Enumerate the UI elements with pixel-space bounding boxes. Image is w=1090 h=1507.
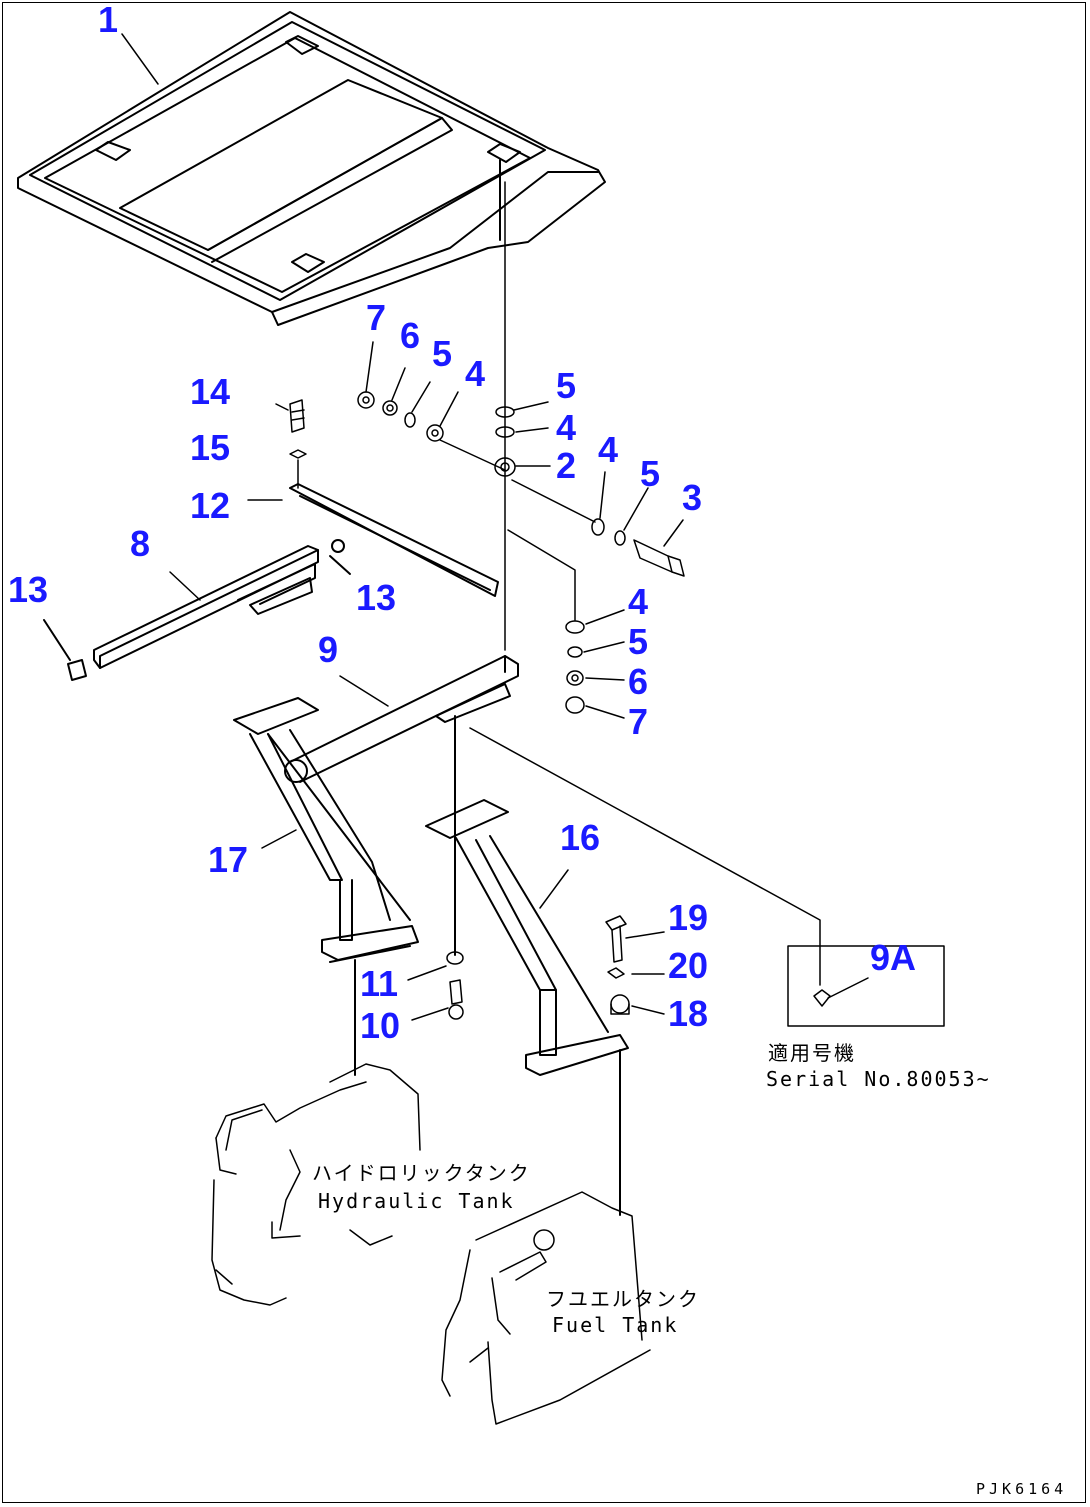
callout-5: 5 — [432, 333, 453, 374]
callout-11: 11 — [360, 963, 399, 1004]
callout-2: 2 — [556, 445, 577, 486]
part-8-rail — [43, 539, 351, 681]
callout-7: 7 — [628, 701, 649, 742]
callout-13: 13 — [356, 577, 397, 618]
callout-17: 17 — [208, 839, 249, 880]
fuel-tank-outline — [441, 1191, 651, 1425]
serial-note-en: Serial No.80053~ — [766, 1067, 991, 1091]
part-16-stand — [425, 799, 629, 1216]
callout-18: 18 — [668, 993, 709, 1034]
callout-4: 4 — [598, 429, 619, 470]
callout-19: 19 — [668, 897, 709, 938]
callout-5: 5 — [640, 453, 661, 494]
callout-6: 6 — [400, 315, 421, 356]
fastener-group-left — [357, 391, 506, 471]
fuel-tank-label-jp: フユエルタンク — [546, 1287, 700, 1311]
callout-5: 5 — [628, 621, 649, 662]
callout-4: 4 — [465, 353, 486, 394]
callout-6: 6 — [628, 661, 649, 702]
callout-13: 13 — [8, 569, 49, 610]
fastener-column — [494, 406, 516, 477]
fuel-tank-label-en: Fuel Tank — [552, 1313, 679, 1337]
part-1-cover — [17, 11, 606, 326]
bolt-14-group — [289, 399, 307, 489]
part-12-bar — [289, 483, 499, 597]
callout-4: 4 — [556, 407, 577, 448]
callout-10: 10 — [360, 1005, 401, 1046]
callout-15: 15 — [190, 427, 231, 468]
bolt-3-group — [511, 479, 685, 577]
serial-note-jp: 適用号機 — [768, 1041, 856, 1065]
callout-3: 3 — [682, 477, 703, 518]
hydraulic-tank-outline — [211, 1063, 421, 1306]
callout-9a: 9A — [870, 937, 917, 978]
hydraulic-tank-label-en: Hydraulic Tank — [318, 1189, 515, 1213]
callout-4: 4 — [628, 581, 649, 622]
drawing-code: PJK6164 — [976, 1480, 1068, 1498]
callout-16: 16 — [560, 817, 601, 858]
callout-14: 14 — [190, 371, 231, 412]
part-9-beam — [284, 655, 821, 986]
callout-1: 1 — [98, 0, 119, 40]
part-17-stand — [233, 697, 419, 1076]
callout-20: 20 — [668, 945, 709, 986]
callout-8: 8 — [130, 523, 151, 564]
callout-5: 5 — [556, 365, 577, 406]
washer-column-right — [507, 529, 585, 714]
bolt-10-group — [446, 951, 464, 1020]
inset-9a — [787, 945, 945, 1027]
callout-9: 9 — [318, 629, 339, 670]
leader-lines — [121, 33, 869, 1021]
callout-12: 12 — [190, 485, 231, 526]
callout-7: 7 — [366, 297, 387, 338]
hydraulic-tank-label-jp: ハイドロリックタンク — [312, 1161, 531, 1185]
bolt-19-group — [605, 915, 630, 1015]
